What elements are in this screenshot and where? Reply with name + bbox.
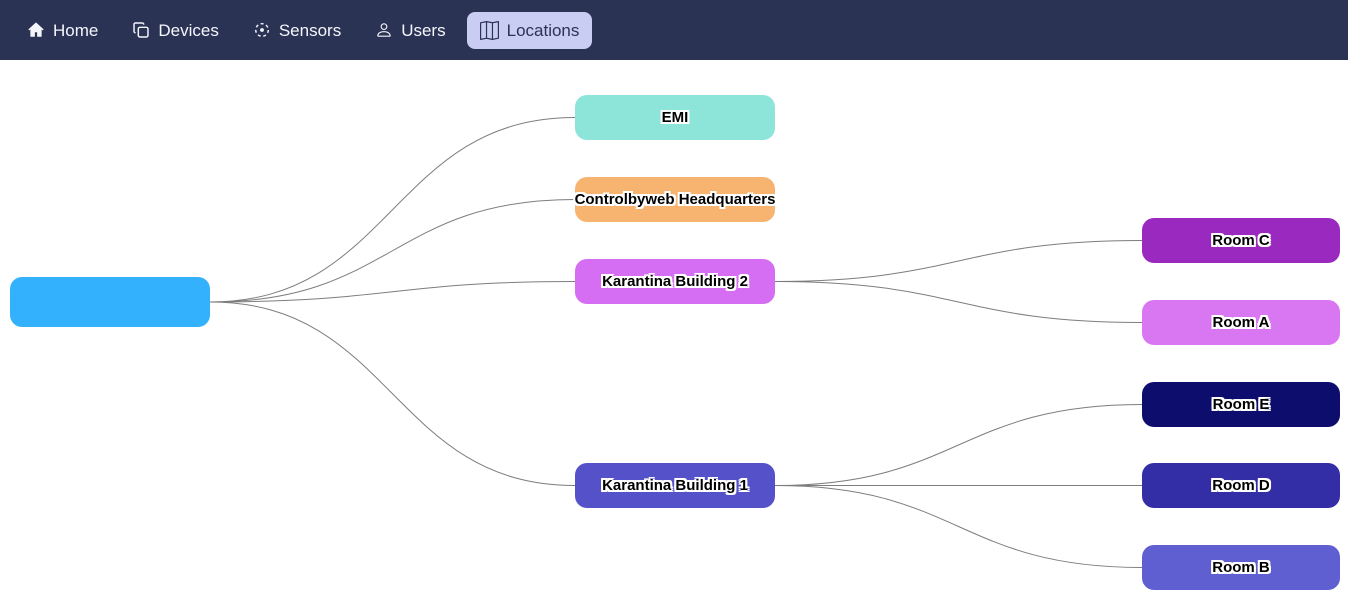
tree-link-kb1-roomB (774, 485, 1143, 568)
tree-node-roomA[interactable]: Room A (1142, 300, 1340, 345)
tree-node-label: Room C (1212, 231, 1270, 249)
tree-node-roomC[interactable]: Room C (1142, 218, 1340, 263)
tree-link-root-kb2 (209, 281, 576, 303)
nav-item-devices[interactable]: Devices (119, 12, 231, 48)
tree-node-label: Controlbyweb Headquarters (574, 190, 776, 208)
devices-icon (132, 21, 150, 39)
tree-node-roomD[interactable]: Room D (1142, 463, 1340, 508)
tree-link-kb2-roomA (774, 281, 1143, 323)
tree-node-label: Room E (1212, 395, 1270, 413)
nav-item-home[interactable]: Home (14, 12, 111, 48)
tree-node-emi[interactable]: EMI (575, 95, 775, 140)
tree-link-root-cbw (209, 199, 576, 303)
nav-item-label: Users (401, 20, 446, 40)
nav-item-label: Home (53, 20, 99, 40)
tree-node-roomE[interactable]: Room E (1142, 382, 1340, 427)
tree-node-label: EMI (661, 108, 689, 126)
tree-node-cbw[interactable]: Controlbyweb Headquarters (575, 177, 775, 222)
tree-node-label: Room D (1212, 476, 1270, 494)
tree-node-root[interactable] (10, 277, 210, 327)
nav-item-label: Devices (158, 20, 219, 40)
nav-item-locations[interactable]: Locations (466, 11, 593, 49)
tree-node-label: Karantina Building 1 (602, 476, 748, 494)
nav-item-sensors[interactable]: Sensors (240, 12, 354, 48)
map-icon (479, 20, 499, 40)
tree-node-kb2[interactable]: Karantina Building 2 (575, 259, 775, 304)
top-navbar: Home Devices Sensors Users Locations (0, 0, 1348, 60)
nav-item-label: Locations (506, 20, 580, 40)
tree-link-root-kb1 (209, 301, 576, 486)
tree-link-kb1-roomE (774, 404, 1143, 486)
tree-node-roomB[interactable]: Room B (1142, 545, 1340, 590)
tree-node-kb1[interactable]: Karantina Building 1 (575, 463, 775, 508)
sensors-icon (253, 21, 271, 39)
tree-link-root-emi (209, 117, 576, 303)
tree-link-kb2-roomC (774, 240, 1143, 282)
users-icon (375, 21, 393, 39)
tree-node-label: Room B (1212, 558, 1270, 576)
home-icon (27, 21, 45, 39)
nav-item-users[interactable]: Users (362, 12, 458, 48)
nav-item-label: Sensors (278, 20, 342, 40)
tree-node-label: Karantina Building 2 (602, 272, 748, 290)
tree-node-label: Room A (1212, 313, 1270, 331)
